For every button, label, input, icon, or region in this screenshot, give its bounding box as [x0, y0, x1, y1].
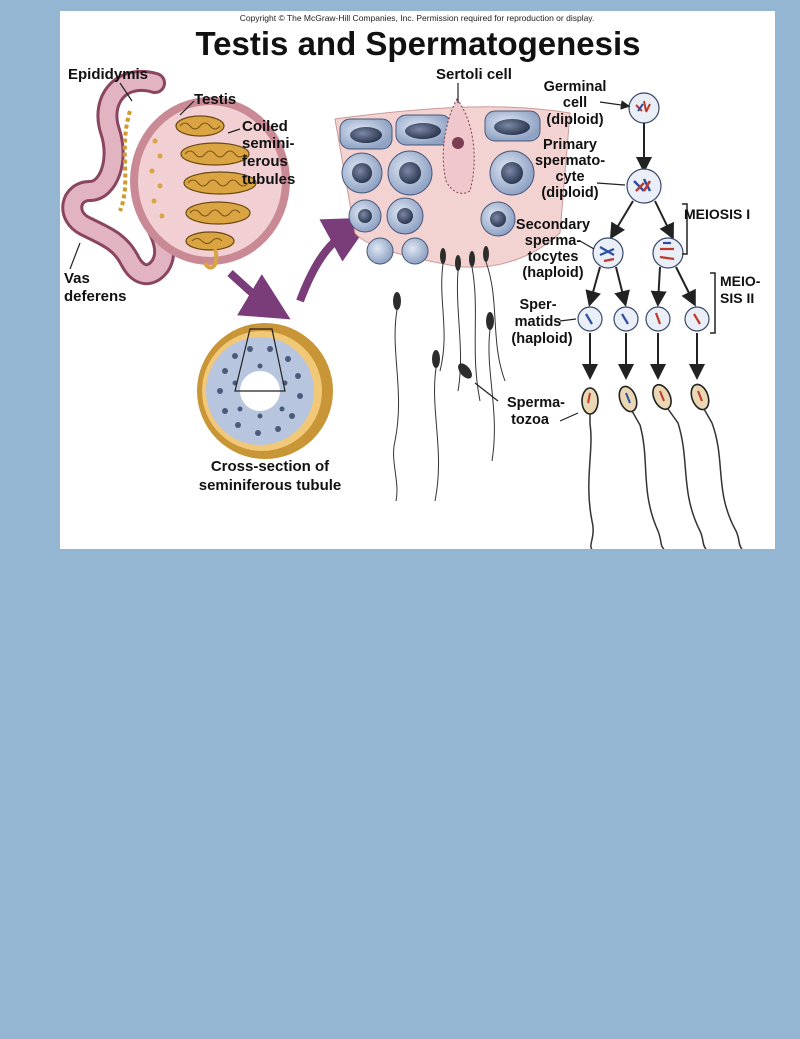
svg-text:tocytes: tocytes [528, 249, 579, 265]
svg-text:Coiled: Coiled [242, 118, 288, 135]
cross-section-illustration [197, 323, 333, 459]
svg-text:Sper-: Sper- [519, 297, 556, 313]
svg-text:semini-: semini- [242, 135, 295, 152]
svg-text:(diploid): (diploid) [541, 185, 598, 201]
svg-text:MEIO-: MEIO- [720, 273, 761, 289]
label-germinal-cell: Germinal cell (diploid) [544, 79, 607, 128]
label-sertoli-cell: Sertoli cell [436, 66, 512, 83]
svg-text:matids: matids [515, 314, 562, 330]
label-meiosis-1: MEIOSIS I [684, 206, 750, 222]
diagram-canvas: Copyright © The McGraw-Hill Companies, I… [61, 13, 761, 549]
meiosis-2-bracket [710, 272, 716, 334]
label-coiled-tubules: Coiled semini- ferous tubules [242, 118, 295, 188]
svg-text:tozoa: tozoa [511, 412, 550, 428]
label-cross-section: Cross-section of seminiferous tubule [199, 458, 342, 494]
svg-text:(haploid): (haploid) [511, 331, 572, 347]
svg-text:ferous: ferous [242, 153, 288, 170]
label-primary-spermatocyte: Primary spermato- cyte (diploid) [535, 137, 605, 201]
free-spermatozoa [393, 292, 495, 502]
svg-text:Sperma-: Sperma- [507, 395, 565, 411]
svg-text:(haploid): (haploid) [522, 265, 583, 281]
label-epididymis: Epididymis [68, 66, 148, 83]
seminiferous-wall-illustration [334, 98, 571, 502]
spermatozoa-row [581, 383, 743, 549]
label-meiosis-2: MEIO- SIS II [720, 273, 761, 306]
svg-text:spermato-: spermato- [535, 153, 605, 169]
svg-text:sperma-: sperma- [525, 233, 582, 249]
svg-text:cell: cell [563, 95, 587, 111]
zoom-arrow-1 [227, 270, 291, 320]
svg-text:deferens: deferens [64, 288, 127, 305]
testis-illustration [61, 70, 290, 286]
svg-text:cyte: cyte [555, 169, 584, 185]
svg-text:Secondary: Secondary [516, 217, 590, 233]
label-testis: Testis [194, 91, 236, 108]
label-spermatozoa: Sperma- tozoa [507, 395, 565, 428]
label-secondary-spermatocytes: Secondary sperma- tocytes (haploid) [516, 217, 590, 281]
svg-text:Germinal: Germinal [544, 79, 607, 95]
meiosis-1-bracket [682, 203, 688, 255]
label-vas-deferens: Vas deferens [64, 270, 127, 305]
svg-text:Vas: Vas [64, 270, 90, 287]
label-spermatids: Sper- matids (haploid) [511, 297, 572, 347]
svg-text:Cross-section of: Cross-section of [211, 458, 330, 475]
svg-text:tubules: tubules [242, 171, 295, 188]
diagram-title: Testis and Spermatogenesis [195, 25, 640, 62]
svg-text:Primary: Primary [543, 137, 597, 153]
diagram-figure: Copyright © The McGraw-Hill Companies, I… [60, 11, 775, 549]
svg-text:(diploid): (diploid) [546, 112, 603, 128]
svg-text:seminiferous tubule: seminiferous tubule [199, 477, 342, 494]
spermatogenesis-chain [577, 92, 743, 549]
svg-text:SIS II: SIS II [720, 290, 754, 306]
zoom-arrow-2 [296, 217, 374, 303]
copyright-text: Copyright © The McGraw-Hill Companies, I… [240, 13, 595, 23]
